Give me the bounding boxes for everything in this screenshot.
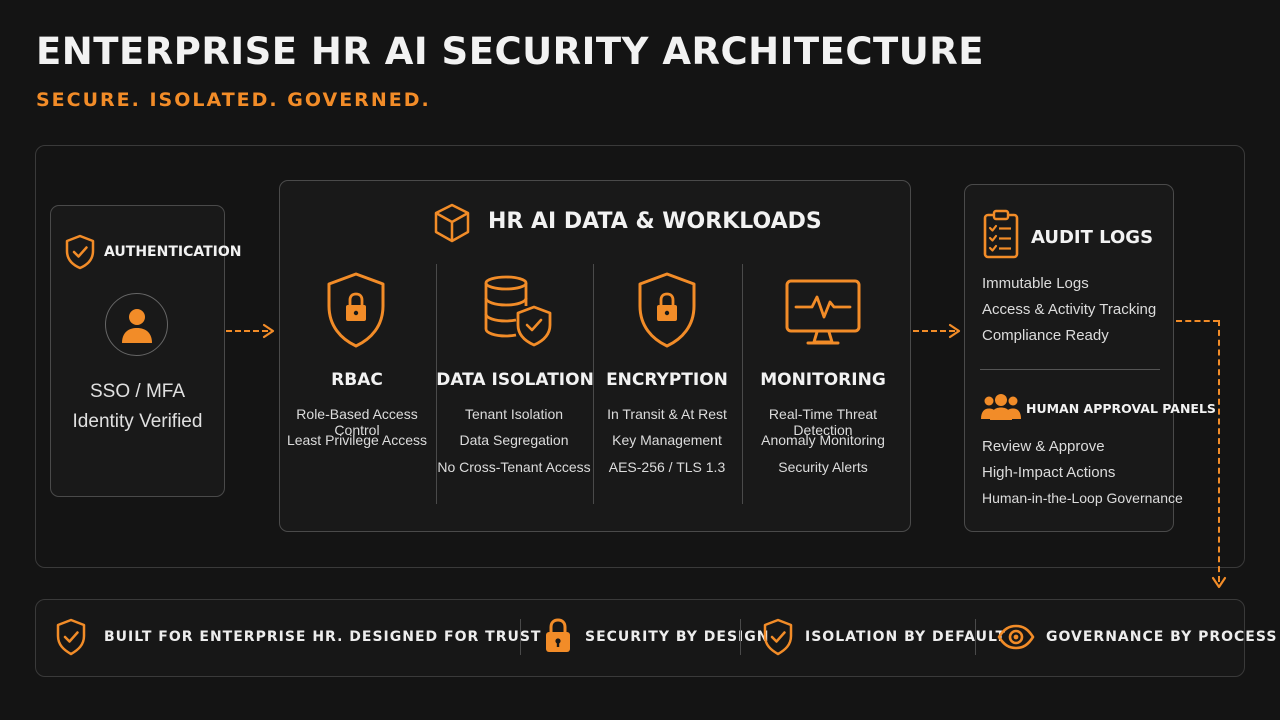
user-group-icon: [980, 393, 1022, 421]
audit-line: Access & Activity Tracking: [982, 301, 1157, 318]
column-divider: [742, 264, 743, 504]
workloads-panel: [279, 180, 911, 532]
padlock-icon: [544, 617, 572, 655]
flow-arrow-line: [1218, 320, 1220, 582]
encryption-line: Key Management: [612, 432, 722, 448]
data-isolation-line: Tenant Isolation: [464, 406, 564, 422]
principle-label: SECURITY BY DESIGN: [585, 629, 770, 645]
encryption-line: AES-256 / TLS 1.3: [608, 459, 726, 475]
monitoring-title: MONITORING: [760, 370, 886, 390]
shield-check-icon: [55, 618, 87, 656]
auth-method-text: SSO / MFA: [89, 381, 186, 402]
principle-label: ISOLATION BY DEFAULT: [805, 629, 1007, 645]
audit-logs-title: AUDIT LOGS: [1031, 227, 1154, 248]
arrow-down-icon: [1211, 576, 1227, 590]
avatar-ring: [105, 293, 168, 356]
principle-label: BUILT FOR ENTERPRISE HR. DESIGNED FOR TR…: [104, 629, 542, 645]
page-title: ENTERPRISE HR AI SECURITY ARCHITECTURE: [36, 30, 985, 73]
shield-check-icon: [762, 618, 794, 656]
human-approval-title: HUMAN APPROVAL PANELS: [1026, 401, 1216, 416]
rbac-title: RBAC: [331, 370, 383, 390]
rbac-line: Least Privilege Access: [286, 432, 428, 448]
principle-label: GOVERNANCE BY PROCESS: [1046, 629, 1278, 645]
architecture-frame: [35, 145, 1245, 568]
cube-icon: [432, 202, 472, 244]
monitor-pulse-icon: [784, 278, 862, 348]
data-isolation-line: No Cross-Tenant Access: [437, 459, 591, 475]
rbac-line: Role-Based Access Control: [296, 406, 418, 438]
shield-lock-icon: [636, 271, 698, 349]
column-divider: [436, 264, 437, 504]
principles-bar: [35, 599, 1245, 677]
authentication-panel: [50, 205, 225, 497]
section-divider: [980, 369, 1160, 370]
audit-panel: [964, 184, 1174, 532]
arrow-right-icon: [948, 323, 962, 339]
approval-line: Human-in-the-Loop Governance: [982, 490, 1183, 506]
bar-divider: [520, 619, 521, 655]
user-avatar-icon: [119, 305, 155, 345]
encryption-title: ENCRYPTION: [606, 370, 728, 390]
shield-lock-icon: [325, 271, 387, 349]
identity-status-text: Identity Verified: [72, 411, 203, 432]
bar-divider: [740, 619, 741, 655]
monitoring-line: Anomaly Monitoring: [761, 432, 885, 448]
database-shield-icon: [482, 274, 554, 348]
approval-line: Review & Approve: [982, 438, 1105, 455]
page-subtitle: SECURE. ISOLATED. GOVERNED.: [36, 89, 431, 111]
encryption-line: In Transit & At Rest: [607, 406, 727, 422]
arrow-right-icon: [262, 323, 276, 339]
data-isolation-line: Data Segregation: [459, 432, 569, 448]
flow-arrow-line: [913, 330, 955, 332]
audit-line: Compliance Ready: [982, 327, 1109, 344]
eye-icon: [997, 624, 1035, 650]
authentication-title: AUTHENTICATION: [104, 244, 242, 260]
data-isolation-title: DATA ISOLATION: [436, 370, 594, 390]
column-divider: [593, 264, 594, 504]
approval-line: High-Impact Actions: [982, 464, 1116, 481]
clipboard-checklist-icon: [982, 208, 1020, 260]
workloads-title: HR AI DATA & WORKLOADS: [488, 209, 822, 234]
audit-line: Immutable Logs: [982, 275, 1089, 292]
monitoring-line: Security Alerts: [778, 459, 868, 475]
monitoring-line: Real-Time Threat Detection: [768, 406, 878, 438]
flow-arrow-line: [226, 330, 268, 332]
flow-arrow-line: [1176, 320, 1219, 322]
bar-divider: [975, 619, 976, 655]
shield-check-icon: [64, 234, 96, 270]
